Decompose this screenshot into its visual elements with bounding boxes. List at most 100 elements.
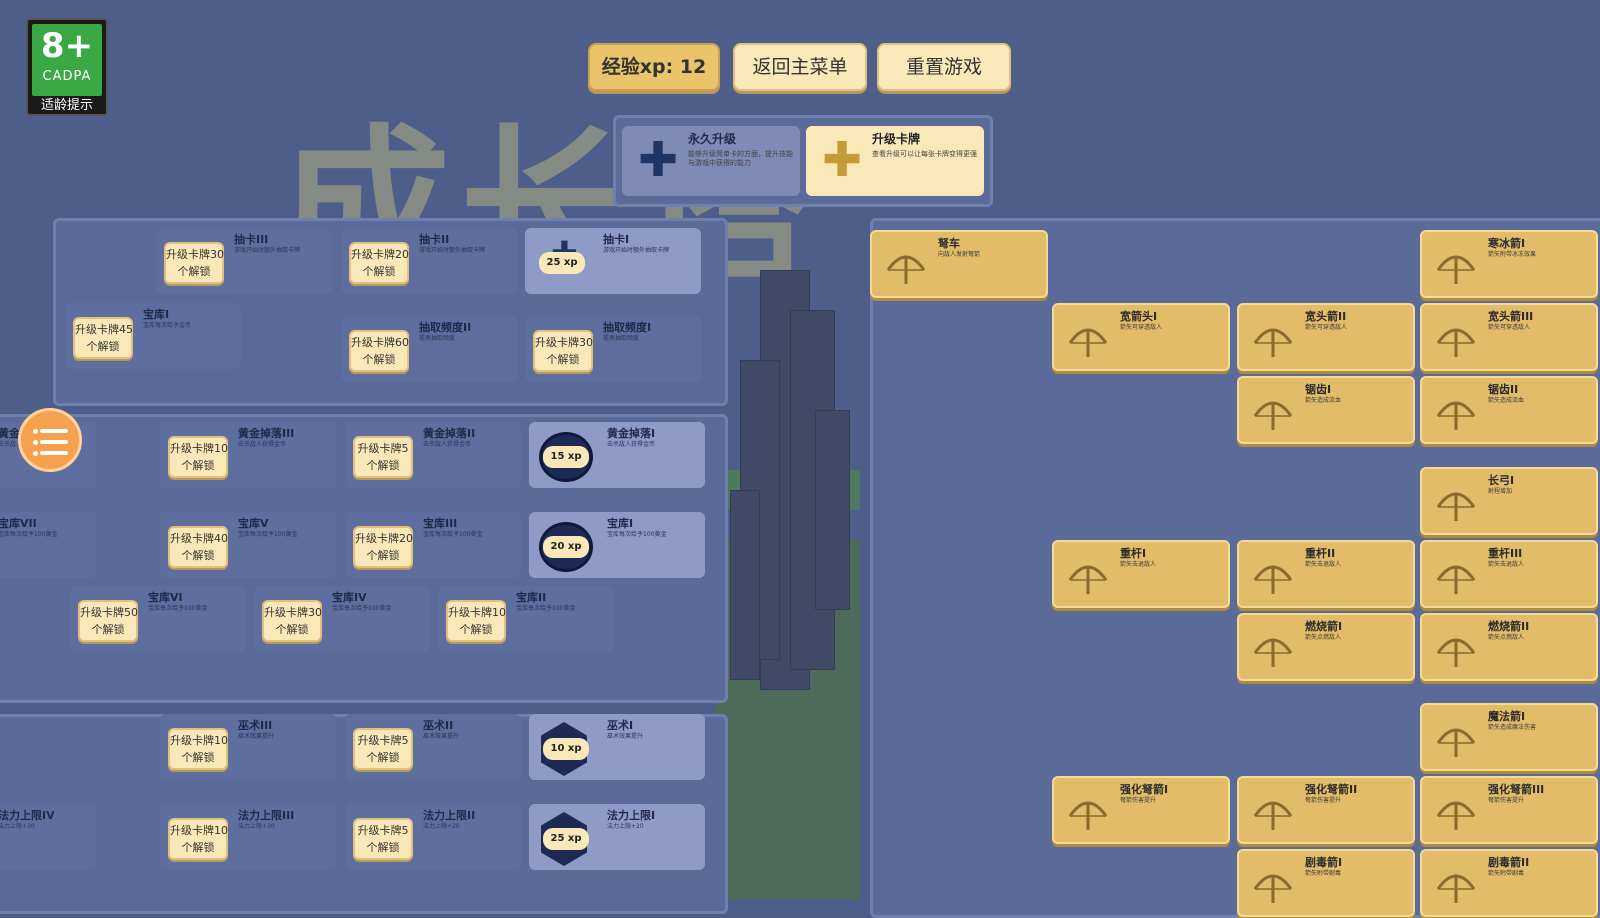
upgrade-title: 重杆III <box>1488 547 1523 560</box>
upgrade-description: 箭矢可穿透敌人 <box>1305 324 1348 331</box>
upgrade-title: 宝库III <box>423 517 458 530</box>
upgrade-title: 宝库II <box>516 591 547 604</box>
upgrade-title: 宝库V <box>238 517 269 530</box>
unlock-requirement-line: 升级卡牌5 <box>357 734 409 747</box>
upgrade-description: 宝库每次给予100黄金 <box>0 531 58 538</box>
upgrade-description: 弩箭伤害提升 <box>1305 797 1342 804</box>
back-to-main-menu-button[interactable]: 返回主菜单 <box>733 43 867 91</box>
upgrade-card[interactable]: 升级卡牌20个解锁法力上限IV法力上限+20 <box>0 804 96 870</box>
unlock-requirement-line: 升级卡牌10 <box>170 734 228 747</box>
menu-button[interactable] <box>18 408 82 472</box>
tab-title: 永久升级 <box>688 132 737 146</box>
unlock-requirement-line: 升级卡牌45 <box>75 323 133 336</box>
plus-icon: ✚ <box>638 132 679 188</box>
crossbow-icon <box>1434 556 1478 596</box>
upgrade-title: 宝库I <box>607 517 634 530</box>
crossbow-icon <box>884 246 928 286</box>
upgrade-description: 游戏开始时额外抽取卡牌 <box>234 247 301 254</box>
unlock-requirement-line: 升级卡牌30 <box>264 606 322 619</box>
unlock-requirement-line: 个解锁 <box>362 353 396 366</box>
crossbow-icon <box>1434 483 1478 523</box>
upgrade-title: 重杆II <box>1305 547 1336 560</box>
upgrade-description: 箭矢附带剧毒 <box>1488 870 1525 877</box>
unlock-requirement-line: 个解锁 <box>181 841 215 854</box>
plus-icon: ✚ <box>822 132 863 188</box>
unlock-requirement-line: 个解锁 <box>459 623 493 636</box>
tab-permanent-upgrades[interactable]: ✚ 永久升级 能够升级简单卡的方面，提升技能与游戏中获得的能力 <box>622 126 800 196</box>
upgrade-description: 箭矢击退敌人 <box>1120 561 1157 568</box>
unlock-requirement-line: 升级卡牌60 <box>351 336 409 349</box>
unlock-requirement: 升级卡牌10 个解锁 <box>446 600 506 642</box>
upgrade-description: 击杀敌人获得金币 <box>238 441 287 448</box>
upgrade-title: 长弓I <box>1488 474 1515 487</box>
unlock-requirement-line: 个解锁 <box>362 265 396 278</box>
upgrade-title: 宝库I <box>143 308 170 321</box>
unlock-requirement-line: 升级卡牌10 <box>448 606 506 619</box>
unlock-requirement-line: 个解锁 <box>546 353 580 366</box>
upgrade-title: 宝库VI <box>148 591 183 604</box>
upgrade-title: 宽头箭III <box>1488 310 1534 323</box>
reset-game-button[interactable]: 重置游戏 <box>877 43 1011 91</box>
crossbow-icon <box>1066 319 1110 359</box>
crossbow-upgrade-card[interactable]: 弩车向敌人发射弩箭 <box>870 230 1048 298</box>
upgrade-description: 箭矢附带冰冻效果 <box>1488 251 1537 258</box>
upgrade-description: 提高抽取频度 <box>603 335 640 342</box>
crossbow-icon <box>1251 792 1295 832</box>
upgrade-description: 法力上限+20 <box>238 823 275 830</box>
upgrade-description: 箭矢点燃敌人 <box>1305 634 1342 641</box>
upgrade-description: 箭矢可穿透敌人 <box>1488 324 1531 331</box>
upgrade-title: 抽卡II <box>419 233 450 246</box>
upgrade-description: 游戏开始时额外抽取卡牌 <box>419 247 486 254</box>
upgrade-description: 宝库每次给予金币 <box>143 322 192 329</box>
crossbow-icon <box>1434 792 1478 832</box>
tab-upgrade-cards[interactable]: ✚ 升级卡牌 查看升级可以让每张卡牌变得更强 <box>806 126 984 196</box>
upgrade-title: 法力上限II <box>423 809 476 822</box>
upgrade-card[interactable]: 升级卡牌60个解锁宝库VII宝库每次给予100黄金 <box>0 512 96 578</box>
